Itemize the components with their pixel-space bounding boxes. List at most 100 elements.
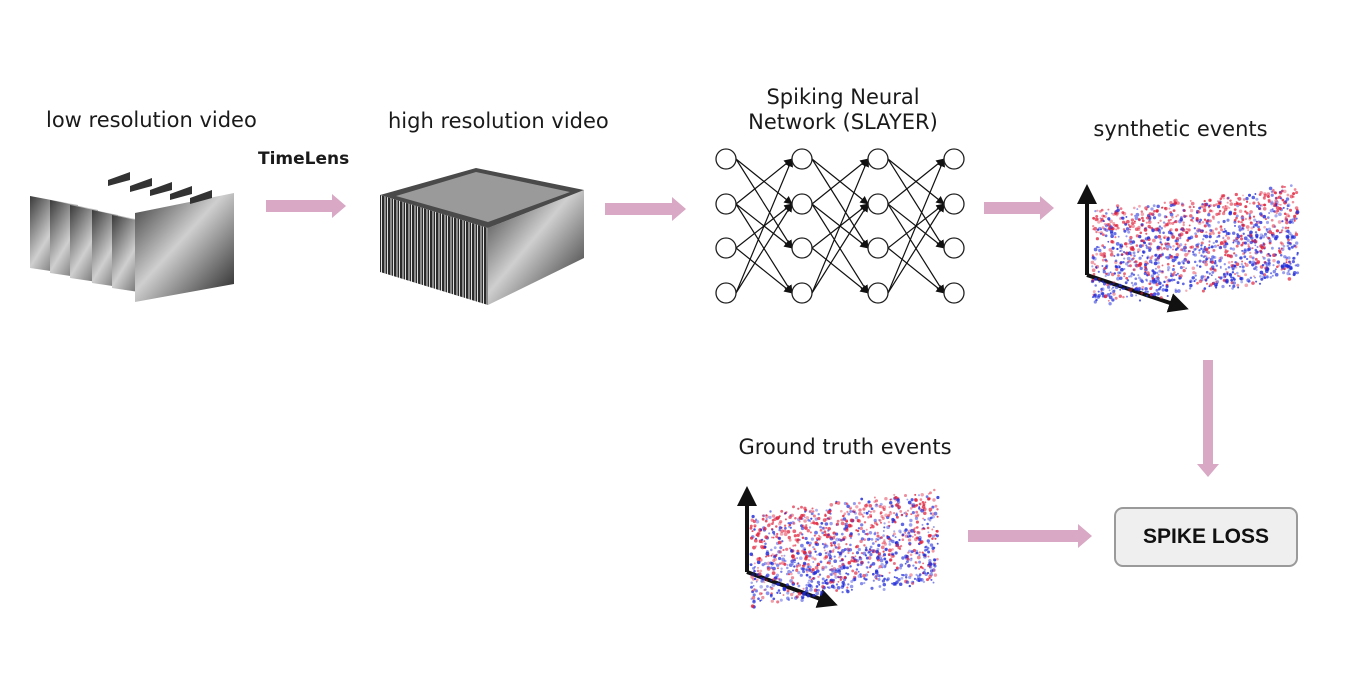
event-point [841, 558, 844, 562]
event-point [895, 543, 900, 547]
event-point [775, 573, 780, 577]
event-point [1269, 276, 1273, 279]
event-point [936, 508, 939, 511]
event-point [1228, 285, 1231, 287]
event-point [1224, 268, 1228, 271]
event-point [1120, 267, 1124, 272]
event-point [1154, 258, 1158, 262]
event-point [839, 509, 843, 513]
event-point [777, 567, 779, 570]
event-point [869, 515, 873, 519]
event-point [1208, 240, 1211, 242]
event-point [1270, 202, 1274, 206]
event-point [794, 516, 797, 520]
event-point [831, 565, 834, 568]
event-point [918, 531, 921, 534]
event-point [768, 515, 772, 520]
event-point [1131, 240, 1136, 244]
event-point [888, 537, 891, 541]
event-point [761, 563, 765, 567]
event-point [1182, 266, 1185, 269]
event-point [751, 514, 755, 519]
event-point [799, 538, 801, 541]
event-point [788, 547, 792, 550]
event-point [1219, 225, 1223, 229]
event-point [1204, 278, 1207, 281]
event-point [772, 577, 776, 581]
event-point [1212, 241, 1216, 245]
event-point [786, 596, 790, 600]
event-point [1281, 220, 1284, 223]
event-point [1236, 204, 1240, 208]
event-point [1246, 278, 1251, 283]
event-point [1278, 190, 1282, 194]
event-point [922, 580, 926, 584]
event-point [841, 563, 845, 566]
event-point [1138, 276, 1141, 280]
event-point [1185, 228, 1188, 231]
event-point [857, 527, 861, 530]
event-point [892, 532, 896, 536]
event-point [1091, 268, 1096, 273]
event-point [800, 505, 803, 509]
event-point [795, 552, 798, 555]
event-point [1138, 299, 1142, 302]
event-point [1278, 231, 1281, 234]
event-point [1254, 261, 1258, 265]
event-point [778, 556, 782, 561]
event-point [850, 559, 854, 563]
event-point [914, 561, 917, 564]
event-point [1240, 262, 1244, 266]
event-point [1157, 234, 1162, 239]
event-point [805, 570, 809, 573]
event-point [923, 511, 927, 516]
event-point [1102, 220, 1105, 223]
event-point [830, 584, 835, 589]
event-point [1267, 198, 1271, 202]
event-point [932, 498, 936, 502]
event-point [882, 508, 886, 511]
event-point [873, 496, 876, 499]
event-point [835, 522, 840, 526]
event-point [1105, 228, 1109, 232]
event-point [798, 516, 803, 521]
event-point [1213, 261, 1217, 265]
event-point [918, 567, 921, 570]
event-point [1095, 230, 1098, 234]
event-point [1268, 239, 1272, 243]
event-point [1201, 289, 1205, 293]
event-point [849, 509, 853, 513]
event-point [1267, 252, 1270, 256]
event-point [867, 571, 870, 574]
event-point [890, 504, 894, 508]
event-point [1185, 267, 1187, 270]
event-point [1119, 288, 1122, 291]
event-point [888, 506, 891, 509]
event-point [877, 538, 880, 541]
event-point [1132, 273, 1136, 276]
event-point [1102, 233, 1105, 237]
event-point [821, 581, 825, 585]
event-point [1164, 242, 1168, 246]
event-point [790, 513, 794, 518]
event-point [1258, 207, 1262, 211]
event-point [849, 518, 854, 523]
event-point [792, 581, 795, 585]
event-point [1268, 261, 1271, 265]
event-point [806, 562, 810, 566]
event-point [837, 551, 840, 554]
event-point [918, 551, 921, 554]
event-point [1248, 202, 1251, 205]
event-point [834, 546, 838, 549]
event-point [1295, 210, 1300, 214]
event-point [791, 554, 795, 558]
event-point [1117, 274, 1120, 277]
event-point [1261, 234, 1266, 239]
event-point [825, 509, 828, 512]
event-point [1198, 279, 1203, 284]
event-point [1208, 272, 1211, 275]
event-point [1094, 277, 1098, 281]
event-point [852, 556, 855, 559]
event-point [788, 538, 792, 542]
event-point [841, 591, 844, 594]
